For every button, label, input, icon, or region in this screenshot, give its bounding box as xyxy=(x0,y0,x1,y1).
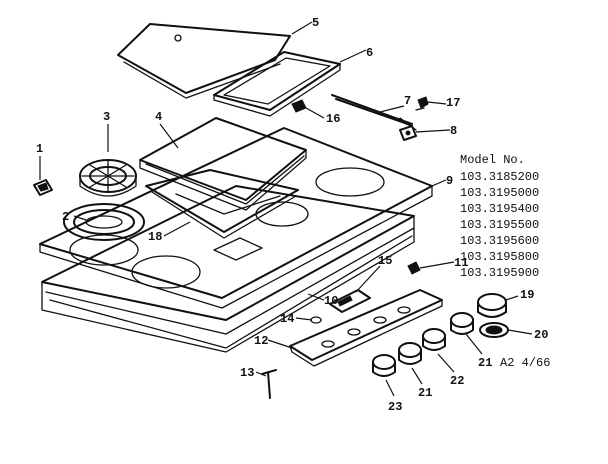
knob-part-21-second xyxy=(398,342,422,365)
callout-10: 10 xyxy=(324,294,338,308)
model-number: 103.3195600 xyxy=(460,234,539,248)
callout-23: 23 xyxy=(388,400,402,414)
callout-6: 6 xyxy=(366,46,373,60)
callout-2: 2 xyxy=(62,210,69,224)
diagram-code: A2 4/66 xyxy=(500,356,550,370)
callout-18: 18 xyxy=(148,230,162,244)
callout-8: 8 xyxy=(450,124,457,138)
model-heading: Model No. xyxy=(460,153,525,167)
bracket-part-1 xyxy=(33,179,53,196)
clip-part-16 xyxy=(291,99,307,113)
callout-3: 3 xyxy=(103,110,110,124)
callout-13: 13 xyxy=(240,366,254,380)
model-number: 103.3195000 xyxy=(460,186,539,200)
callout-12: 12 xyxy=(254,334,268,348)
screw-part-17 xyxy=(415,96,429,111)
callout-21-left: 21 xyxy=(418,386,432,400)
screw-part-13 xyxy=(261,369,277,399)
callout-20: 20 xyxy=(534,328,548,342)
leader-lines xyxy=(39,21,533,397)
control-panel-part-12 xyxy=(289,289,443,367)
callout-1: 1 xyxy=(36,142,43,156)
knob-part-19 xyxy=(477,293,507,318)
callout-11: 11 xyxy=(454,256,468,270)
callout-16: 16 xyxy=(326,112,340,126)
callout-9: 9 xyxy=(446,174,453,188)
callout-22: 22 xyxy=(450,374,464,388)
callout-19: 19 xyxy=(520,288,534,302)
burner-box-part-18 xyxy=(145,169,299,239)
callout-14: 14 xyxy=(280,312,294,326)
callout-4: 4 xyxy=(155,110,162,124)
knob-part-22 xyxy=(422,328,446,351)
model-number: 103.3195500 xyxy=(460,218,539,232)
valve-bracket-part-15 xyxy=(329,289,371,313)
callout-21-right: 21 xyxy=(478,356,492,370)
model-number: 103.3195800 xyxy=(460,250,539,264)
knob-part-21 xyxy=(450,312,474,335)
knob-part-23 xyxy=(372,354,396,377)
lower-pan-part-10 xyxy=(41,185,415,353)
callout-15: 15 xyxy=(378,254,392,268)
callout-17: 17 xyxy=(446,96,460,110)
clip-part-14 xyxy=(310,316,322,324)
model-number: 103.3195900 xyxy=(460,266,539,280)
callout-5: 5 xyxy=(312,16,319,30)
bracket-part-8 xyxy=(399,125,417,141)
model-number: 103.3185200 xyxy=(460,170,539,184)
bezel-part-20 xyxy=(479,322,509,338)
cooktop-part-9 xyxy=(39,127,433,309)
model-number-block: Model No. 103.3185200 103.3195000 103.31… xyxy=(460,153,539,280)
callout-7: 7 xyxy=(404,94,411,108)
top-cover-part-5 xyxy=(117,23,291,99)
drip-pan-part-2 xyxy=(63,203,145,241)
model-number: 103.3195400 xyxy=(460,202,539,216)
screw-part-11 xyxy=(407,261,421,275)
burner-grate-part-3 xyxy=(79,159,137,197)
gasket-part-6 xyxy=(213,51,341,117)
